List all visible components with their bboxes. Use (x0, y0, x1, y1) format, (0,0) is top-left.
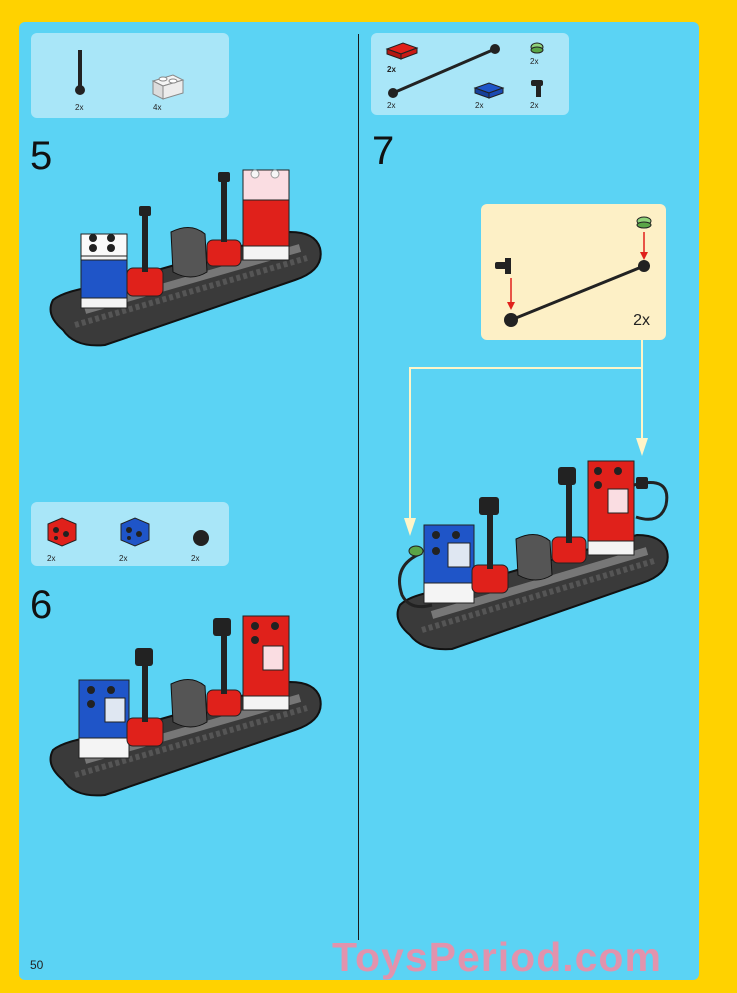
red-bracket-part-icon (47, 517, 77, 547)
step7-part-qty-6: 2x (530, 101, 539, 110)
step5-part-qty-1: 2x (75, 103, 84, 112)
step7-subassembly-callout: 2x (481, 204, 666, 340)
green-round-tile-part-icon (530, 42, 544, 54)
red-tile-part-icon (385, 42, 419, 60)
step6-part-qty-2: 2x (119, 554, 128, 563)
step7-part-qty-1: 2x (387, 65, 396, 74)
white-brick-1x2-part-icon (151, 74, 185, 100)
step5-number: 5 (30, 134, 53, 178)
step7-model-illustration (396, 460, 669, 651)
step6-number: 6 (30, 583, 53, 627)
step6-parts-box: 2x 2x 2x (31, 502, 229, 566)
antenna-bar-part-icon (75, 50, 85, 95)
step6-part-qty-1: 2x (47, 554, 56, 563)
black-round-plate-part-icon (193, 530, 209, 546)
step7-part-qty-5: 2x (475, 101, 484, 110)
blue-bracket-part-icon (120, 517, 150, 547)
callout-quantity: 2x (633, 312, 650, 329)
step5-model-illustration (49, 169, 322, 347)
black-nozzle-part-icon (531, 80, 543, 97)
step7-part-qty-4: 2x (387, 101, 396, 110)
watermark: ToysPeriod.com (332, 934, 662, 980)
step6-model-illustration (49, 615, 322, 797)
hose-subassembly-diagram (495, 216, 652, 327)
column-divider (358, 34, 359, 940)
step6-part-qty-3: 2x (191, 554, 200, 563)
step7-part-qty-3: 2x (530, 57, 539, 66)
instruction-page (19, 22, 699, 980)
page-number: 50 (30, 958, 44, 972)
blue-tile-part-icon (473, 82, 505, 99)
step5-part-qty-2: 4x (153, 103, 162, 112)
black-hose-part-icon (388, 44, 500, 98)
step7-parts-box: 2x 2x 2x 2x 2x (371, 33, 569, 115)
callout-pointer-arrows (404, 340, 648, 536)
step7-number: 7 (372, 129, 395, 173)
step5-parts-box: 2x 4x (31, 33, 229, 118)
